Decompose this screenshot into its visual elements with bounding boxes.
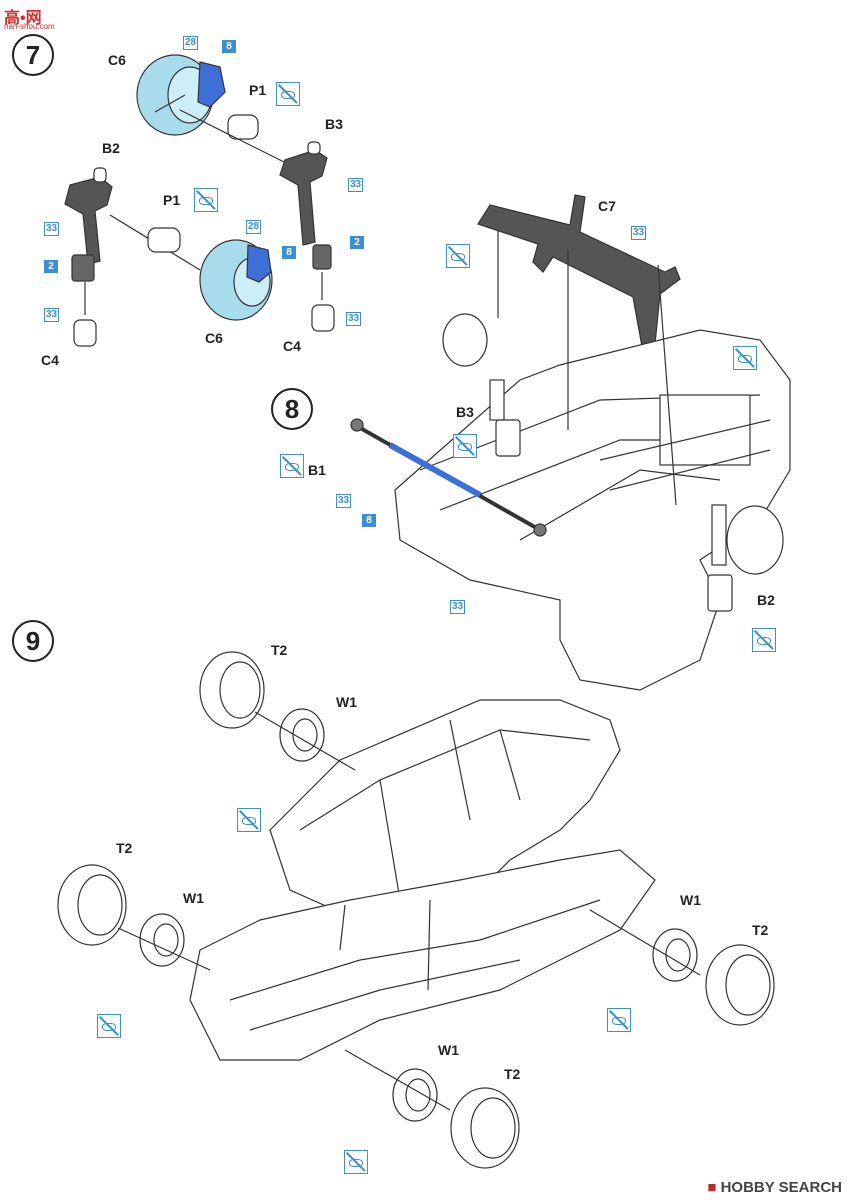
part-label: W1 [183,890,204,906]
part-label: T2 [116,840,133,856]
c6-wheel-hub-lower [199,239,273,321]
watermark-hobby-search: ■ HOBBY SEARCH [707,1179,842,1196]
part-label: W1 [438,1042,459,1058]
p1-bushing-upper [227,114,259,140]
part-label: B1 [308,462,326,478]
color-code: 33 [631,226,646,240]
wheel-w1-a [279,708,325,762]
no-glue-icon [97,1014,121,1038]
b2-upright-rear [707,504,784,612]
part-label: W1 [680,892,701,908]
part-label: T2 [752,922,769,938]
tire-t2-c [705,944,775,1026]
c7-crossmember [477,194,681,354]
part-label: C4 [41,352,59,368]
part-label: P1 [163,192,181,208]
color-code: 2 [44,260,58,273]
no-glue-icon [344,1150,368,1174]
color-code: 33 [450,600,465,614]
part-label: C7 [598,198,616,214]
no-glue-icon [446,244,470,268]
part-label: B3 [325,116,343,132]
color-code: 33 [346,312,361,326]
p1-bushing-lower [147,227,181,253]
no-glue-icon [752,628,776,652]
c6-wheel-hub-upper [136,54,226,136]
part-label: T2 [271,642,288,658]
color-code: 28 [183,36,198,50]
step-number: 8 [271,388,313,430]
step-number: 7 [12,34,54,76]
b2-upright-lower [64,167,113,282]
part-label: C4 [283,338,301,354]
tire-t2-d [450,1087,520,1169]
part-label: B2 [757,592,775,608]
color-code: 33 [348,178,363,192]
no-glue-icon [733,346,757,370]
chassis-frame [394,329,791,691]
tire-t2-a [199,651,265,729]
watermark-logo: 高•网 [4,10,42,27]
b3-upright-upper [279,141,332,270]
no-glue-icon [453,434,477,458]
no-glue-icon [237,808,261,832]
b3-upright-front [442,313,521,457]
part-label: C6 [108,52,126,68]
color-code: 33 [44,308,59,322]
c4-cap-right [311,304,335,332]
color-code: 33 [44,222,59,236]
part-label: B3 [456,404,474,420]
no-glue-icon [194,188,218,212]
part-label: B2 [102,140,120,156]
watermark-text: HOBBY SEARCH [720,1179,842,1196]
part-label: P1 [249,82,267,98]
no-glue-icon [607,1008,631,1032]
watermark-url: nan-shou.com [4,22,55,31]
color-code: 28 [246,220,261,234]
color-code: 8 [282,246,296,259]
color-code: 8 [222,40,236,53]
b1-tie-rod [350,418,547,537]
color-code: 2 [350,236,364,249]
part-label: C6 [205,330,223,346]
step-number: 9 [12,620,54,662]
c4-cap-left [73,319,97,347]
wheel-w1-b [139,913,185,967]
wheel-w1-c [652,928,698,982]
color-code: 8 [362,514,376,527]
no-glue-icon [280,454,304,478]
tire-t2-b [57,864,127,946]
part-label: W1 [336,694,357,710]
car-floor-pan [189,849,656,1061]
color-code: 33 [336,494,351,508]
no-glue-icon [276,82,300,106]
part-label: T2 [504,1066,521,1082]
wheel-w1-d [392,1068,438,1122]
